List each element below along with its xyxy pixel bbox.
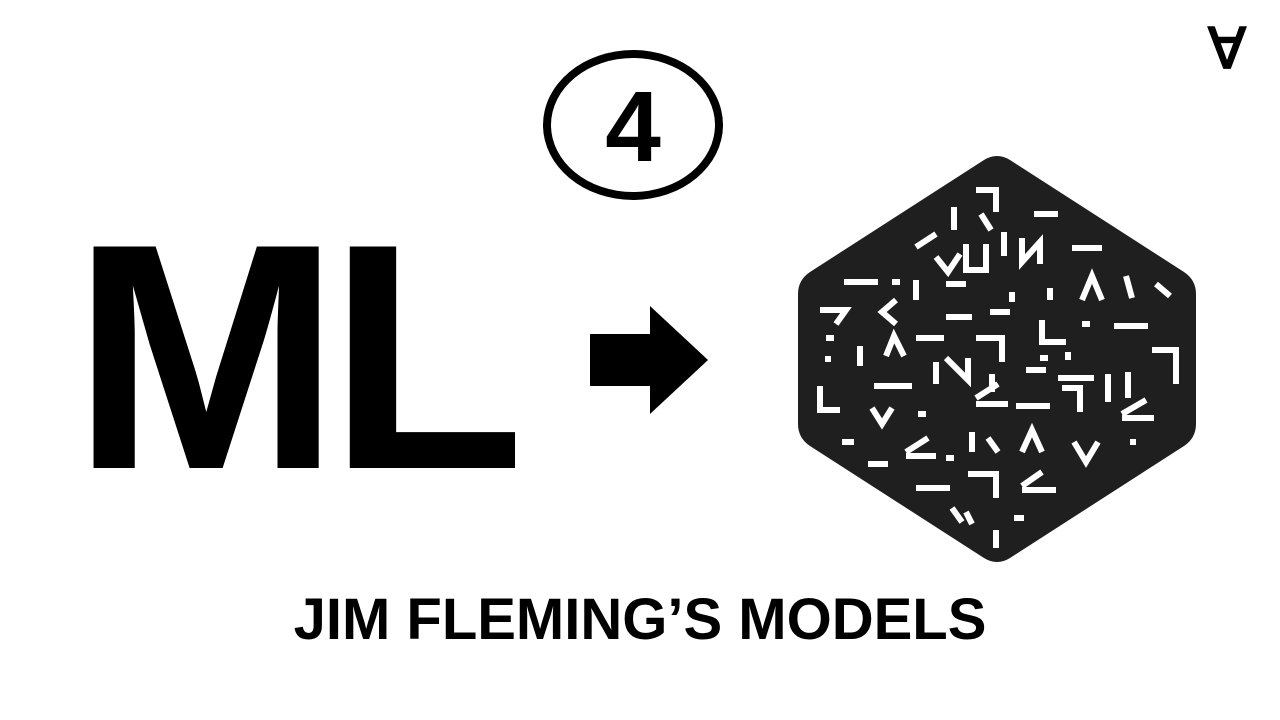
episode-number: 4 xyxy=(605,71,661,183)
logo-glyph-stroke xyxy=(877,297,898,327)
logo-glyph-stroke xyxy=(1039,320,1066,345)
logo-glyph-stroke xyxy=(963,510,975,526)
logo-glyph-stroke xyxy=(914,231,938,250)
logo-glyph-stroke xyxy=(820,307,852,326)
episode-badge: 4 xyxy=(543,50,723,200)
logo-glyph-stroke xyxy=(978,212,994,232)
logo-glyph-stroke xyxy=(1123,275,1135,299)
logo-glyph-stroke xyxy=(869,406,895,430)
arrow-right-icon xyxy=(590,306,708,414)
logo-glyph-stroke xyxy=(1152,347,1179,384)
logo-glyph-stroke xyxy=(883,328,907,358)
logo-glyph-stroke xyxy=(1020,469,1056,493)
logo-glyph-stroke xyxy=(1019,234,1043,270)
logo-glyph-stroke xyxy=(976,187,999,212)
logo-glyph-stroke xyxy=(904,435,936,459)
logo-glyph-stroke xyxy=(976,335,1005,362)
logo-glyph-stroke xyxy=(985,436,1001,454)
logo-glyph-stroke xyxy=(949,506,965,524)
logo-glyph-stroke xyxy=(1071,440,1101,468)
logo-glyph-stroke xyxy=(943,355,971,388)
abbreviation-title: ML xyxy=(72,178,525,537)
logo-glyph-stroke xyxy=(1019,422,1045,454)
logo-glyph-stroke xyxy=(1079,268,1105,302)
logo-glyph-stroke xyxy=(1062,385,1083,412)
corner-logo-mark: ∀ xyxy=(1207,17,1247,80)
logo-glyph-stroke xyxy=(1154,281,1172,299)
logo-glyph-stroke xyxy=(933,252,963,278)
logo-glyph-stroke xyxy=(968,471,999,498)
caption-title: JIM FLEMING’S MODELS xyxy=(293,587,987,652)
logo-glyph-stroke xyxy=(963,244,989,273)
logo-glyph-stroke xyxy=(817,386,840,413)
hexagon-glyph-logo xyxy=(798,156,1196,562)
logo-glyph-stroke xyxy=(1120,397,1154,421)
logo-glyph-stroke xyxy=(974,381,1008,407)
